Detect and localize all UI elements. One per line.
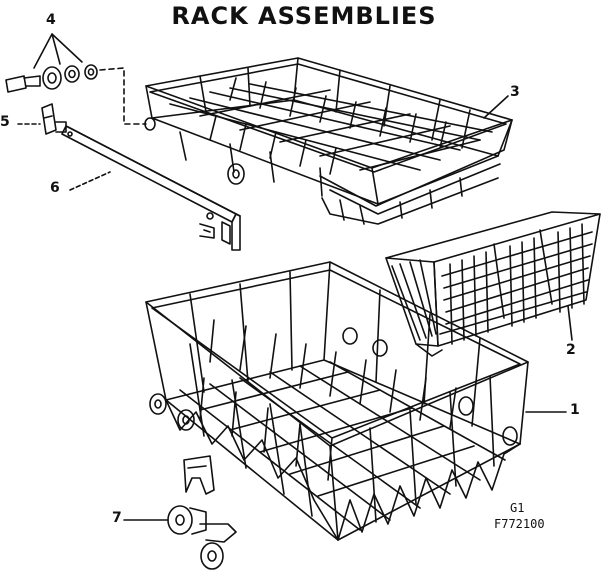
- callout-4: 4: [46, 12, 56, 28]
- callout-7: 7: [112, 510, 122, 526]
- hardware-leader-lines: [33, 33, 83, 69]
- lower-rack-part: [145, 261, 567, 541]
- callout-2: 2: [566, 342, 576, 358]
- callout-3: 3: [510, 84, 520, 100]
- callout-1: 1: [570, 402, 580, 418]
- upper-rack-part: [144, 57, 513, 225]
- clip-part: [17, 103, 67, 135]
- drawing-codes: G1 F772100: [494, 500, 545, 532]
- rail-part: [61, 125, 241, 251]
- diagram-title: RACK ASSEMBLIES: [171, 2, 437, 30]
- callout-5: 5: [0, 114, 10, 130]
- wheel-hardware-part: [5, 64, 147, 125]
- figure-code: F772100: [494, 517, 545, 531]
- silverware-basket-part: [385, 211, 601, 357]
- wheel-clip-part: [123, 455, 237, 570]
- group-code: G1: [510, 501, 525, 515]
- callout-6: 6: [50, 180, 60, 196]
